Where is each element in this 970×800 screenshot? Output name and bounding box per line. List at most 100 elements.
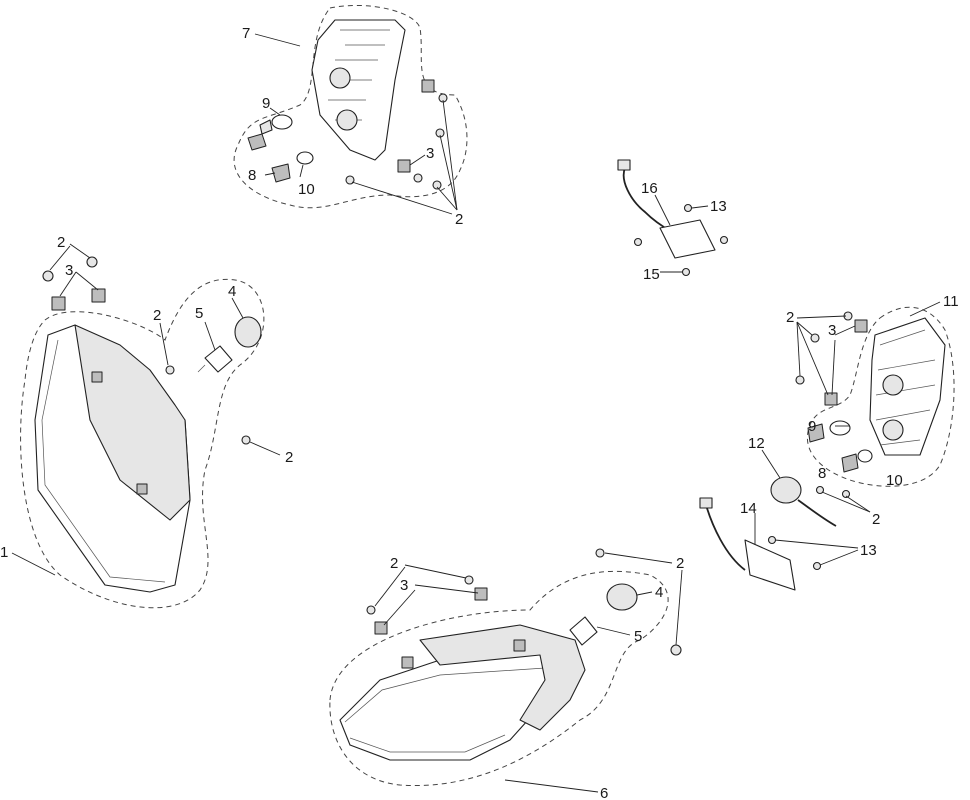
screw-13-d	[812, 561, 822, 571]
socket-8-top-a	[247, 133, 267, 151]
headlight-assembly-left: 2 3 2 5 4 2 1	[0, 234, 293, 609]
group-outline-bottom	[329, 570, 669, 787]
group-outline-left	[20, 278, 265, 609]
callout-6: 6	[600, 785, 608, 800]
callout-14: 14	[740, 500, 757, 517]
screw-2-lower-right-a	[815, 485, 825, 495]
callout-2-lower-right: 2	[872, 511, 880, 528]
callout-8-right: 8	[818, 465, 826, 482]
rear-light-assembly-top: 7 9 8 10 3 2	[233, 5, 468, 228]
bulb-5-left	[204, 345, 233, 373]
callout-10-top: 10	[298, 181, 315, 198]
socket-8-right-b	[841, 453, 859, 473]
clip-3-left-b	[91, 288, 106, 303]
headlight-assembly-bottom: 2 3 2 4 5 6	[329, 548, 684, 800]
screw-2-left-c	[165, 365, 175, 375]
tab-left-a	[91, 371, 103, 383]
callout-13-top: 13	[710, 198, 727, 215]
rear-light-housing-right	[869, 317, 946, 456]
screw-2-bottom-d	[670, 644, 682, 656]
screw-2-left-b	[86, 256, 98, 268]
screw-2-left-d	[241, 435, 251, 445]
bulb-5-bottom	[569, 616, 598, 646]
headlight-body-bottom	[419, 624, 586, 731]
screw-13-c	[767, 535, 777, 545]
bulb-10-right	[857, 449, 873, 463]
screw-13-a	[683, 203, 693, 213]
bulb-socket-right-lower	[882, 419, 904, 441]
screw-2-bottom-b	[366, 605, 376, 615]
bulb-socket-right-upper	[882, 374, 904, 396]
clip-3-right-b	[824, 392, 838, 406]
clip-3-left-a	[51, 296, 66, 311]
callout-4-bottom: 4	[655, 584, 663, 601]
bulb-10-top	[296, 151, 314, 165]
license-light-top: 16 13 15	[617, 159, 729, 283]
screw-2-right-b	[810, 333, 820, 343]
callout-16: 16	[641, 180, 658, 197]
callout-4-left: 4	[228, 283, 236, 300]
screw-2-right-c	[795, 375, 805, 385]
connector-16	[617, 159, 631, 171]
bulb-9-right	[829, 420, 851, 436]
callout-9-right: 9	[808, 418, 816, 435]
bulb-socket-upper	[329, 67, 351, 89]
callout-15: 15	[643, 266, 660, 283]
clip-3-top-b	[397, 159, 411, 173]
cap-4-bottom	[606, 583, 638, 611]
callout-3-right: 3	[828, 322, 836, 339]
nut-15-a	[633, 237, 643, 247]
callout-13-bottom: 13	[860, 542, 877, 559]
nut-15-b	[681, 267, 691, 277]
tab-left-b	[136, 483, 148, 495]
socket-12	[770, 476, 802, 504]
socket-8-top-b	[271, 163, 291, 183]
callout-3-top: 3	[426, 145, 434, 162]
callout-11: 11	[943, 293, 959, 310]
callout-2-bottom-b: 2	[676, 555, 684, 572]
tab-bottom-b	[513, 639, 526, 652]
group-outline-top	[233, 5, 468, 209]
screw-2-bottom-c	[595, 548, 605, 558]
callout-12: 12	[748, 435, 765, 452]
callout-9-top: 9	[262, 95, 270, 112]
bulb-9-top	[271, 114, 293, 130]
callout-2-left-a: 2	[57, 234, 65, 251]
screw-13-b	[719, 235, 729, 245]
clip-3-bottom-a	[474, 587, 488, 601]
callout-5-bottom: 5	[634, 628, 642, 645]
callout-1: 1	[0, 544, 8, 561]
screw-2-left-a	[42, 270, 54, 282]
callout-3-bottom: 3	[400, 577, 408, 594]
screw-2-lower-right-b	[841, 489, 851, 499]
screw-2-bottom-a	[464, 575, 474, 585]
license-light-16	[659, 219, 716, 259]
bulb-socket-lower	[336, 109, 358, 131]
callout-2-bottom-a: 2	[390, 555, 398, 572]
clip-3-right-a	[854, 319, 868, 333]
callout-5-left: 5	[195, 305, 203, 322]
tab-bottom-a	[401, 656, 414, 669]
screw-2-top-c	[432, 180, 442, 190]
cap-4-left	[234, 316, 262, 348]
rear-light-assembly-right: 2 3 11 9 8 10	[786, 293, 959, 489]
headlight-lens-bottom	[339, 649, 561, 761]
callout-10-right: 10	[886, 472, 903, 489]
socket-8-right-a	[807, 423, 825, 443]
callout-7: 7	[242, 25, 250, 42]
screw-2-top-d	[413, 173, 423, 183]
license-light-14	[744, 539, 796, 591]
callout-3-left: 3	[65, 262, 73, 279]
connector-14	[699, 497, 713, 509]
rear-light-housing-top	[311, 19, 406, 161]
screw-2-top-e	[345, 175, 355, 185]
callout-2-left-c: 2	[285, 449, 293, 466]
group-outline-right	[806, 306, 955, 487]
clip-3-top-a	[421, 79, 435, 93]
callout-2-left-b: 2	[153, 307, 161, 324]
headlight-body-left	[74, 324, 191, 521]
callout-2-right: 2	[786, 309, 794, 326]
callout-8-top: 8	[248, 167, 256, 184]
callout-2-top: 2	[455, 211, 463, 228]
